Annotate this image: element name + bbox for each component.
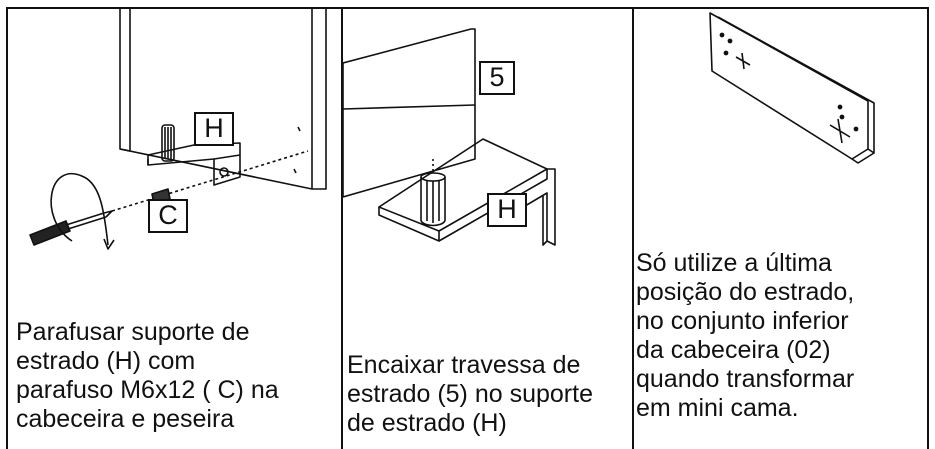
step-panel-3: Só utilize a última posição do estrado, … bbox=[634, 9, 927, 449]
part-label-h: H bbox=[487, 193, 527, 227]
right-border bbox=[927, 7, 929, 449]
divider-1 bbox=[341, 7, 343, 449]
step-2-illustration bbox=[343, 28, 556, 246]
part-label-c: C bbox=[148, 199, 188, 233]
step-2-caption: Encaixar travessa de estrado (5) no supo… bbox=[347, 351, 593, 437]
top-border bbox=[6, 7, 928, 9]
left-border bbox=[6, 7, 8, 449]
step-1-caption: Parafusar suporte de estrado (H) com par… bbox=[16, 318, 279, 433]
divider-2 bbox=[632, 7, 634, 449]
part-label-5: 5 bbox=[479, 61, 515, 95]
step-3-caption: Só utilize a última posição do estrado, … bbox=[636, 249, 855, 422]
part-label-h: H bbox=[194, 112, 234, 146]
step-panel-2: 5 H Encaixar travessa de estrado (5) no … bbox=[343, 9, 632, 449]
step-3-illustration bbox=[709, 12, 875, 164]
step-panel-1: H C Parafusar suporte de estrado (H) com… bbox=[8, 9, 341, 449]
